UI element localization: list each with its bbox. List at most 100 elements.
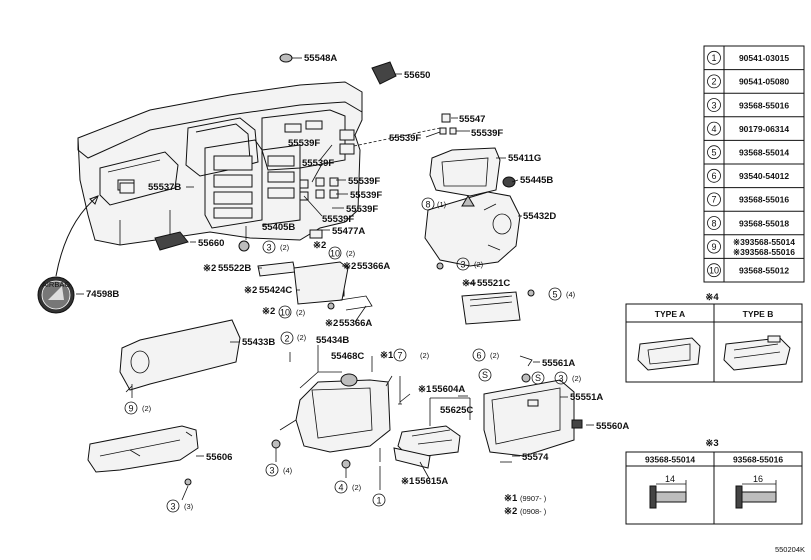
table-row-number: 2 [711,77,716,87]
qty-9: (2) [142,404,152,413]
callout-55424C: 55424C [259,285,292,296]
circled-7: 7 [393,348,407,362]
mark-55604A: ※1 [418,384,432,395]
callout-55625C: 55625C [440,405,473,416]
center-pieces [257,261,521,325]
type-b-drawing [723,335,791,371]
table-row-number: 1 [711,53,716,63]
svg-text:5: 5 [552,290,557,300]
svg-text:7: 7 [397,351,402,361]
svg-text:8: 8 [425,200,430,210]
circled-s-b: S [531,371,545,385]
note-2-mark: ※2 [504,506,517,517]
callout-55548A: 55548A [304,53,337,64]
small-parts [154,53,457,252]
table-row-number-circle [707,216,721,230]
qty-7: (2) [420,351,430,360]
table-row: 2 90541-05080 [704,69,804,89]
fasteners [131,262,535,486]
qty-10-a: (2) [346,249,356,258]
callout-55539F-d: 55539F [302,158,334,169]
screw-box-title: ※3 [705,438,718,449]
callout-55650: 55650 [404,70,430,81]
callout-55522B: 55522B [218,263,251,274]
callout-55521C: 55521C [477,278,510,289]
svg-text:S: S [535,373,541,383]
callout-55366A-a: 55366A [357,261,390,272]
table-row-number-circle [707,168,721,183]
leader-lines [76,57,594,501]
type-a-label: TYPE A [655,309,685,319]
callout-labels: 55548A 55650 55547 55539F 55539F 55539F … [86,53,629,487]
table-row-part-number: ※393568-55014 [733,237,795,247]
mark-10-upper: ※2 [313,240,326,251]
table-row-part-number: 90541-05080 [739,77,789,87]
diagram-code: 550204K [775,545,805,554]
table-row: 1 90541-03015 [707,50,789,65]
mark-55522B: ※2 [203,263,216,274]
table-row-number: 5 [711,148,716,158]
callout-55615A: 55615A [415,476,448,487]
svg-text:2: 2 [284,334,289,344]
callout-55539F-f: 55539F [350,190,382,201]
callout-55468C: 55468C [331,351,364,362]
circled-8: 8 [421,197,435,211]
circled-3-c: 3 [554,371,568,385]
callout-55539F-c: 55539F [288,138,320,149]
table-row-number: 8 [711,218,716,228]
callout-55660: 55660 [198,238,224,249]
callout-55574: 55574 [522,452,549,463]
callout-55432D: 55432D [523,211,556,222]
table-row: 5 93568-55014 [704,139,804,160]
instrument-panel-drawing [77,81,363,246]
circled-9: 9 [124,401,138,415]
callout-55539F-a: 55539F [389,133,421,144]
svg-text:3: 3 [558,374,563,384]
circled-2-a: 2 [280,331,294,345]
circled-10-a: 10 [328,246,342,260]
callout-55537B: 55537B [148,182,181,193]
airbag-label: AIRBAG [37,195,99,314]
table-row-part-number: 93568-55016 [739,195,789,205]
mark-55521C: ※4 [462,278,476,289]
circled-4: 4 [334,480,348,494]
table-row-part-number: 93540-54012 [739,171,789,181]
callout-55560A: 55560A [596,421,629,432]
callout-55604A: 55604A [432,384,465,395]
svg-text:10: 10 [330,249,340,259]
qty-3-b: (2) [474,260,484,269]
type-box-title: ※4 [705,292,719,303]
type-b-label: TYPE B [743,309,774,319]
svg-text:9: 9 [128,404,133,414]
screw-16-drawing: 16 [735,474,777,509]
lower-panel [87,425,199,473]
note-2-text: (0908- ) [520,507,547,516]
table-row-part-number: 93568-55014 [739,148,789,158]
svg-text:10: 10 [280,308,290,318]
table-row-number-circle [707,121,721,136]
mark-55366A-b: ※2 [325,318,338,329]
svg-text:4: 4 [338,483,343,493]
screw-box: ※3 93568-55014 93568-55016 14 16 [625,438,803,525]
circled-3-e: 3 [166,499,180,513]
reference-marks: ※2 ※2 ※2 ※2 ※2 ※2 ※4 ※1 ※1 ※1 [203,240,476,487]
svg-text:S: S [482,370,488,380]
circled-callouts: 3 (2) 10 (2) 10 (2) 2 (2) 7 (2) 3 (2) 5 … [124,197,582,513]
callout-55445B: 55445B [520,175,553,186]
table-row-number: 3 [711,100,716,110]
circled-10-b: 10 [278,305,292,319]
table-row-part-number: 90541-03015 [739,53,789,63]
table-row-number-circle [707,50,721,65]
table-row-number-circle [707,263,721,278]
airbag-text: AIRBAG [42,280,71,289]
svg-text:3: 3 [269,466,274,476]
callout-55539F-b: 55539F [471,128,503,139]
callout-55539F-g: 55539F [346,204,378,215]
table-row-number: 10 [709,266,719,276]
circled-1: 1 [372,493,386,507]
callout-55411G: 55411G [508,153,541,164]
